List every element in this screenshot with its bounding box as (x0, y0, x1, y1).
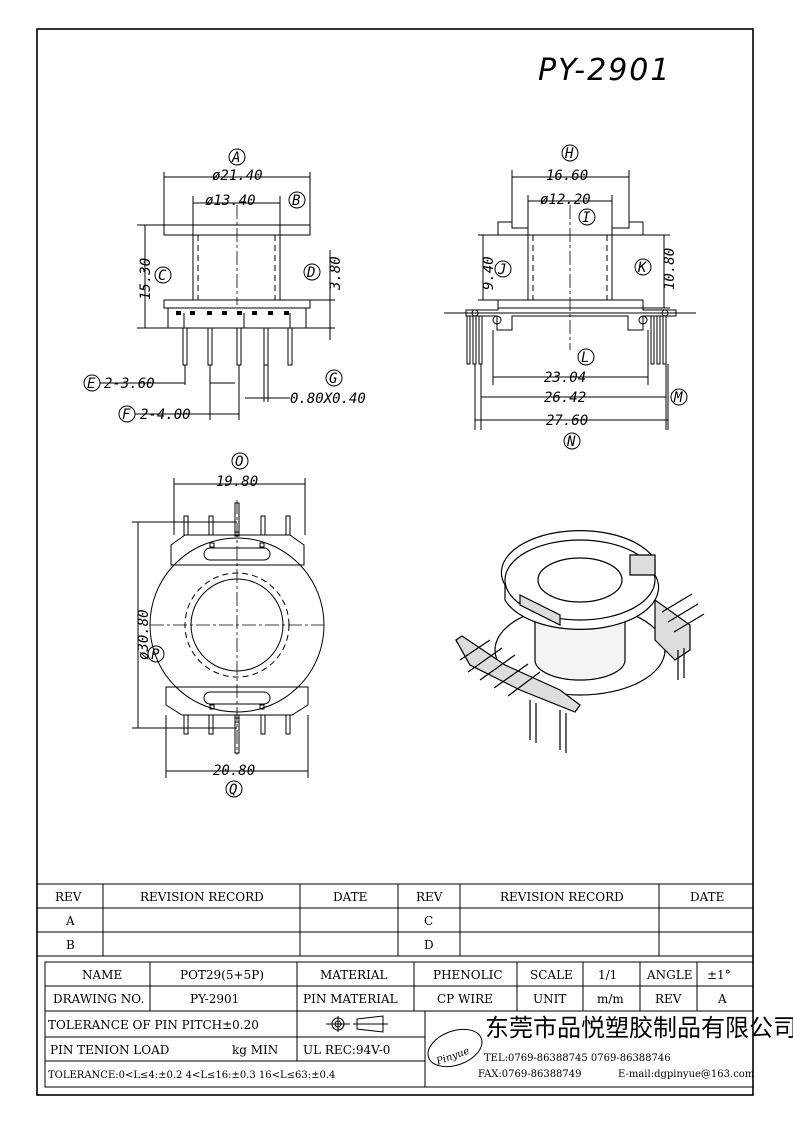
dim-label-q: Q (229, 782, 237, 798)
name-label: NAME (82, 968, 122, 982)
tolerance-line: TOLERANCE:0<L≤4:±0.2 4<L≤16:±0.3 16<L≤63… (48, 1070, 335, 1081)
dim-value-p: ø30.80 (136, 609, 152, 660)
rev-row-a: A (65, 914, 75, 928)
company-email: E-mail:dgpinyue@163.com (618, 1069, 755, 1080)
dim-label-n: N (566, 434, 576, 450)
dim-label-l: L (581, 350, 589, 366)
revision-table: REV REVISION RECORD DATE REV REVISION RE… (36, 883, 754, 957)
dim-value-n: 27.60 (546, 413, 588, 429)
dim-value-q: 20.80 (213, 763, 255, 779)
name-value: POT29(5+5P) (180, 968, 264, 982)
rev-header-4: REV (416, 890, 443, 904)
drawing-no-label: DRAWING NO. (53, 992, 144, 1006)
title-block: NAME POT29(5+5P) MATERIAL PHENOLIC SCALE… (44, 961, 793, 1088)
scale-label: SCALE (530, 968, 573, 982)
company-logo: Pinyue (427, 1028, 483, 1068)
dim-label-m: M (673, 390, 683, 406)
company-name: 东莞市品悦塑胶制品有限公司 (485, 1014, 793, 1042)
dim-value-c: 15.30 (138, 258, 154, 300)
dim-value-l: 23.04 (544, 370, 586, 386)
dim-value-h: 16.60 (546, 168, 588, 184)
pin-material-label: PIN MATERIAL (303, 992, 398, 1006)
dim-value-m: 26.42 (544, 390, 586, 406)
sheet-border (36, 28, 754, 1096)
pin-tension-label: PIN TENION LOAD (50, 1043, 169, 1057)
rev-row-d: D (424, 938, 434, 952)
dim-value-b: ø13.40 (205, 193, 256, 209)
dim-value-f: 2-4.00 (140, 407, 191, 423)
angle-label: ANGLE (646, 968, 692, 982)
drawing-title: PY-2901 (538, 53, 671, 88)
svg-text:Pinyue: Pinyue (434, 1046, 471, 1068)
dim-label-j: J (497, 262, 506, 278)
scale-value: 1/1 (598, 968, 617, 982)
dim-value-i: ø12.20 (540, 192, 591, 208)
unit-label: UNIT (533, 992, 566, 1006)
rev-value: A (717, 992, 727, 1006)
side-view: H 16.60 ø12.20 I 9.40 J 10.80 K L 23.04 … (444, 144, 696, 450)
company-tel: TEL:0769-86388745 0769-86388746 (484, 1053, 671, 1064)
dim-value-k: 10.80 (662, 248, 678, 290)
dim-label-i: I (582, 210, 591, 226)
rev-label: REV (655, 992, 682, 1006)
bottom-view: O 19.80 ø30.80 P 20.80 Q (132, 452, 325, 798)
pin-tension-value: kg MIN (232, 1043, 278, 1057)
projection-symbol-icon (326, 1015, 388, 1033)
front-view: A ø21.40 ø13.40 B 15.30 C 3.80 D E 2-3.6… (83, 148, 366, 423)
company-fax: FAX:0769-86388749 (478, 1069, 582, 1080)
dim-label-d: D (306, 265, 315, 281)
dim-label-a: A (231, 150, 240, 166)
dim-label-b: B (292, 193, 300, 209)
rev-header-2: REVISION RECORD (140, 890, 264, 904)
material-label: MATERIAL (320, 968, 388, 982)
unit-value: m/m (597, 992, 624, 1006)
dim-value-a: ø21.40 (212, 168, 263, 184)
dim-label-g: G (329, 371, 338, 387)
isometric-view (455, 530, 705, 753)
pin-material-value: CP WIRE (437, 992, 493, 1006)
angle-value: ±1° (707, 968, 731, 982)
dim-label-h: H (564, 146, 574, 162)
rev-header-5: REVISION RECORD (500, 890, 624, 904)
drawing-no-value: PY-2901 (190, 992, 239, 1006)
dim-label-o: O (235, 454, 243, 470)
rev-header-3: DATE (333, 890, 367, 904)
dim-label-k: K (637, 260, 648, 276)
dim-value-g: 0.80X0.40 (290, 391, 366, 407)
dim-label-p: P (151, 647, 160, 663)
ul-rating: UL REC:94V-0 (303, 1043, 390, 1057)
dim-value-o: 19.80 (216, 474, 258, 490)
rev-row-c: C (424, 914, 433, 928)
dim-value-e: 2-3.60 (104, 376, 155, 392)
dim-label-e: E (87, 376, 96, 392)
dim-value-d: 3.80 (328, 256, 344, 291)
dim-label-f: F (122, 407, 131, 423)
dim-label-c: C (158, 268, 167, 284)
material-value: PHENOLIC (433, 968, 503, 982)
tolerance-pitch: TOLERANCE OF PIN PITCH±0.20 (48, 1018, 259, 1032)
dim-value-j: 9.40 (481, 256, 497, 290)
rev-header-6: DATE (690, 890, 724, 904)
rev-row-b: B (66, 938, 75, 952)
rev-header-1: REV (55, 890, 82, 904)
